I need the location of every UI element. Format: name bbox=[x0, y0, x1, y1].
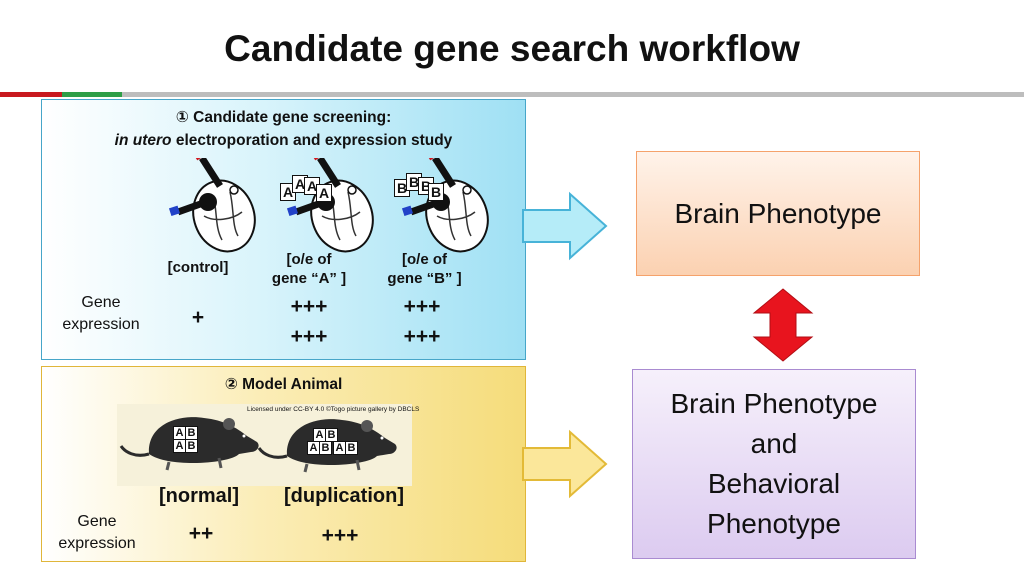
behavior-box-line4: Phenotype bbox=[707, 508, 841, 539]
behavior-box-line3: Behavioral bbox=[707, 468, 841, 499]
gene-a-expression-line1: +++ bbox=[290, 295, 328, 318]
tag-letter: B bbox=[345, 441, 358, 455]
tag-letter: A bbox=[307, 441, 320, 455]
normal-expression: ++ bbox=[188, 522, 214, 545]
gene-b-label-line2: gene “B” ] bbox=[387, 270, 462, 287]
screening-panel: ① Candidate gene screening: in utero ele… bbox=[41, 99, 526, 360]
arrow-to-brain-phenotype bbox=[522, 191, 608, 261]
gene-expression-line2: expression bbox=[62, 316, 140, 333]
gene-expression-label: Gene expression bbox=[56, 292, 146, 336]
control-embryo-icon bbox=[169, 158, 265, 253]
tag-letter: B bbox=[319, 441, 332, 455]
screening-heading: ① Candidate gene screening: bbox=[42, 108, 525, 127]
gene-b-expression-line2: +++ bbox=[403, 325, 441, 348]
control-label-text: [control] bbox=[167, 259, 229, 276]
gene-b-label: [o/e of gene “B” ] bbox=[367, 250, 482, 288]
gene-b-expression-line1: +++ bbox=[403, 295, 441, 318]
brain-phenotype-text: Brain Phenotype bbox=[674, 197, 882, 229]
arrow-to-behavioral-phenotype bbox=[522, 429, 608, 499]
control-expression: + bbox=[191, 306, 205, 329]
tag-letter: B bbox=[185, 439, 198, 453]
page-title: Candidate gene search workflow bbox=[224, 28, 800, 69]
gene-b-tiles: B B B B bbox=[394, 173, 454, 203]
gene-expression-line2: expression bbox=[58, 535, 136, 552]
gene-a-label-line2: gene “A” ] bbox=[271, 270, 347, 287]
gene-expression-line1: Gene bbox=[81, 294, 121, 311]
behavior-box-line1: Brain Phenotype bbox=[670, 388, 878, 419]
subheading-italic: in utero bbox=[114, 132, 172, 149]
mouse-image-area: Licensed under CC-BY 4.0 ©Togo picture g… bbox=[117, 404, 420, 486]
rule-gray-segment bbox=[122, 92, 1024, 97]
model-animal-heading-text: Model Animal bbox=[242, 376, 343, 393]
duplication-label: [duplication] bbox=[284, 485, 404, 507]
brain-phenotype-box: Brain Phenotype bbox=[636, 151, 920, 276]
gene-a-label: [o/e of gene “A” ] bbox=[254, 250, 364, 288]
license-note: Licensed under CC-BY 4.0 ©Togo picture g… bbox=[247, 406, 420, 413]
title-rule bbox=[0, 92, 1024, 97]
behavior-box-line2: and bbox=[750, 428, 798, 459]
normal-label: [normal] bbox=[159, 485, 239, 507]
gene-expression-label: Gene expression bbox=[52, 511, 142, 555]
tile-letter: A bbox=[316, 184, 332, 202]
step-number: ① bbox=[175, 109, 189, 126]
gene-a-expression: +++ +++ bbox=[274, 292, 344, 352]
gene-a-expression-line2: +++ bbox=[290, 325, 328, 348]
tag-letter: B bbox=[185, 426, 198, 440]
rule-green-segment bbox=[62, 92, 122, 97]
model-animal-heading: ② Model Animal bbox=[42, 375, 525, 394]
model-animal-panel: ② Model Animal Licensed under CC-BY 4.0 … bbox=[41, 366, 526, 562]
duplication-expression: +++ bbox=[321, 524, 359, 547]
behavioral-phenotype-box: Brain Phenotype and Behavioral Phenotype bbox=[632, 369, 916, 559]
gene-a-tiles: A A A A bbox=[280, 173, 340, 203]
tile-letter: B bbox=[428, 183, 444, 201]
step-number: ② bbox=[224, 376, 238, 393]
mouse-icons bbox=[119, 415, 399, 474]
screening-subheading: in utero electroporation and expression … bbox=[42, 132, 525, 150]
control-label: [control] bbox=[146, 258, 250, 277]
screening-heading-text: Candidate gene screening: bbox=[193, 109, 392, 126]
gene-b-expression: +++ +++ bbox=[387, 292, 457, 352]
gene-expression-line1: Gene bbox=[77, 513, 117, 530]
bidirectional-arrow-icon bbox=[752, 288, 814, 362]
gene-b-label-line1: [o/e of bbox=[402, 251, 447, 268]
rule-red-segment bbox=[0, 92, 62, 97]
subheading-text: electroporation and expression study bbox=[171, 132, 453, 149]
tag-letter: B bbox=[325, 428, 338, 442]
gene-a-label-line1: [o/e of bbox=[286, 251, 332, 268]
